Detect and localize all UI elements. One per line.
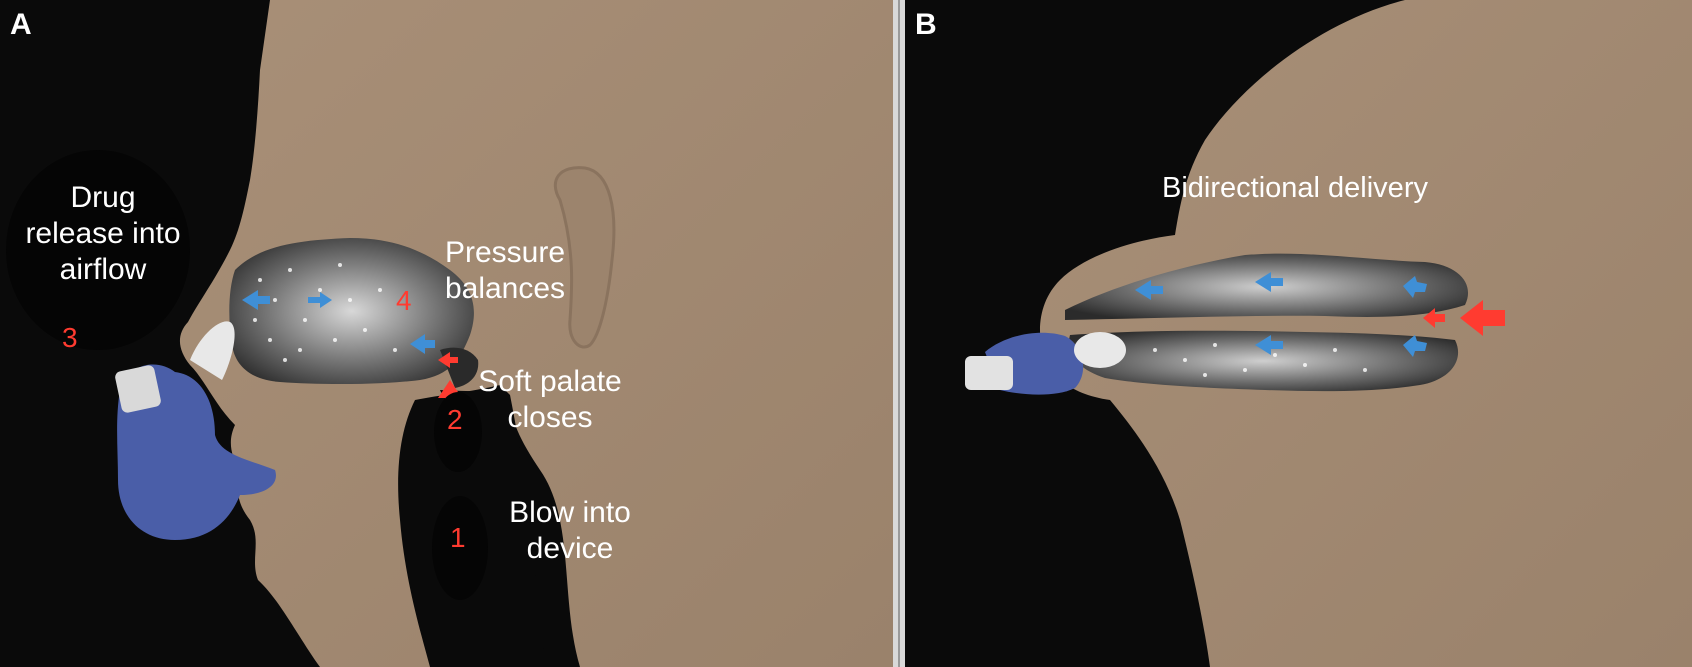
bidirectional-delivery-label: Bidirectional delivery <box>1125 170 1465 206</box>
panel-label: A <box>10 8 32 42</box>
head-illustration-a <box>0 0 893 667</box>
soft-palate-label: Soft palate closes <box>470 364 630 436</box>
step-4-number: 4 <box>396 285 412 317</box>
panel-b: B Bidirectional delivery <box>905 0 1692 667</box>
step-1-number: 1 <box>450 522 466 554</box>
panel-label: B <box>915 8 937 42</box>
step-2-number: 2 <box>447 404 463 436</box>
drug-release-label: Drug release into airflow <box>18 180 188 288</box>
step-3-number: 3 <box>62 322 78 354</box>
panel-divider <box>893 0 905 667</box>
head-illustration-b <box>905 0 1692 667</box>
panel-a: A Drug release into airflow 3 Pressure b… <box>0 0 893 667</box>
pressure-balances-label: Pressure balances <box>420 235 590 307</box>
blow-into-device-label: Blow into device <box>495 495 645 567</box>
